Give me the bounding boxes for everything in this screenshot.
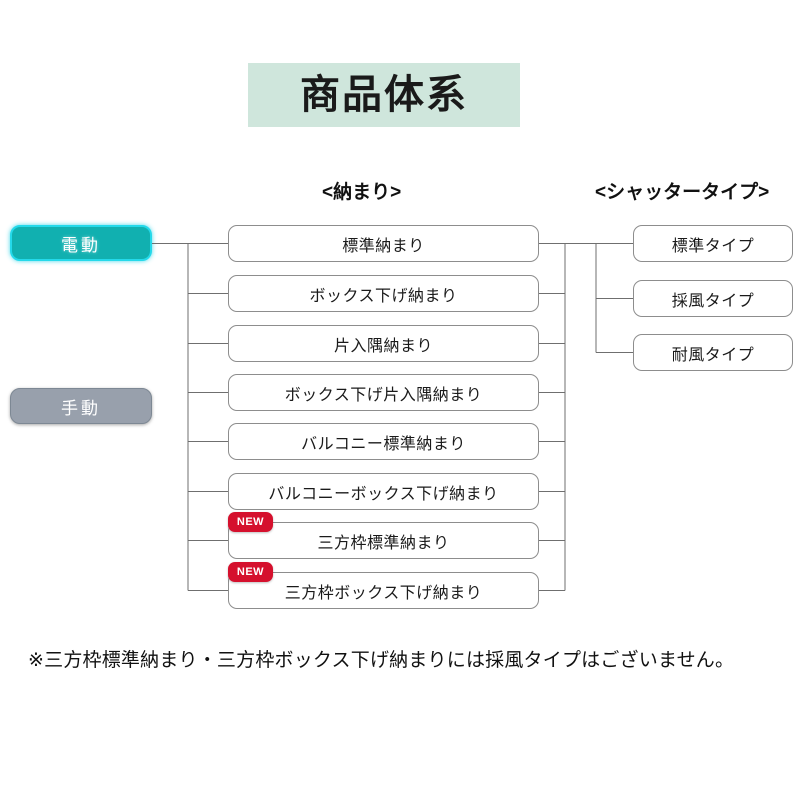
osamari-node-label: ボックス下げ片入隅納まり bbox=[284, 386, 483, 404]
osamari-node-6[interactable]: バルコニーボックス下げ納まり bbox=[228, 473, 539, 510]
new-badge-osamari-8: NEW bbox=[228, 562, 273, 582]
osamari-node-5[interactable]: バルコニー標準納まり bbox=[228, 423, 539, 460]
column-header-shutter-type: <シャッタータイプ> bbox=[595, 182, 770, 203]
osamari-node-label: バルコニー標準納まり bbox=[301, 435, 466, 453]
page-title-banner: 商品体系 bbox=[248, 63, 520, 127]
column-header-osamari: <納まり> bbox=[322, 182, 402, 203]
mode-button-shudo-label: 手動 bbox=[61, 398, 101, 418]
osamari-node-3[interactable]: 片入隅納まり bbox=[228, 325, 539, 362]
shutter-type-node-2[interactable]: 採風タイプ bbox=[633, 280, 793, 317]
page-title: 商品体系 bbox=[300, 73, 468, 117]
shutter-type-node-label: 採風タイプ bbox=[671, 292, 755, 310]
osamari-node-4[interactable]: ボックス下げ片入隅納まり bbox=[228, 374, 539, 411]
osamari-node-7[interactable]: 三方枠標準納まり bbox=[228, 522, 539, 559]
osamari-node-label: 標準納まり bbox=[342, 237, 425, 255]
osamari-node-label: ボックス下げ納まり bbox=[309, 287, 458, 305]
osamari-node-label: バルコニーボックス下げ納まり bbox=[268, 485, 499, 503]
mode-button-shudo[interactable]: 手動 bbox=[10, 388, 152, 424]
new-badge-osamari-7: NEW bbox=[228, 512, 273, 532]
shutter-type-node-label: 耐風タイプ bbox=[671, 346, 755, 364]
shutter-type-node-1[interactable]: 標準タイプ bbox=[633, 225, 793, 262]
osamari-node-label: 三方枠標準納まり bbox=[317, 534, 450, 552]
osamari-node-label: 片入隅納まり bbox=[333, 337, 433, 355]
shutter-type-node-label: 標準タイプ bbox=[671, 237, 755, 255]
osamari-node-2[interactable]: ボックス下げ納まり bbox=[228, 275, 539, 312]
mode-button-denki[interactable]: 電動 bbox=[10, 225, 152, 261]
footnote-text: ※三方枠標準納まり・三方枠ボックス下げ納まりには採風タイプはございません。 bbox=[28, 650, 735, 671]
osamari-node-1[interactable]: 標準納まり bbox=[228, 225, 539, 262]
shutter-type-node-3[interactable]: 耐風タイプ bbox=[633, 334, 793, 371]
osamari-node-label: 三方枠ボックス下げ納まり bbox=[284, 584, 483, 602]
osamari-node-8[interactable]: 三方枠ボックス下げ納まり bbox=[228, 572, 539, 609]
mode-button-denki-label: 電動 bbox=[61, 235, 101, 255]
